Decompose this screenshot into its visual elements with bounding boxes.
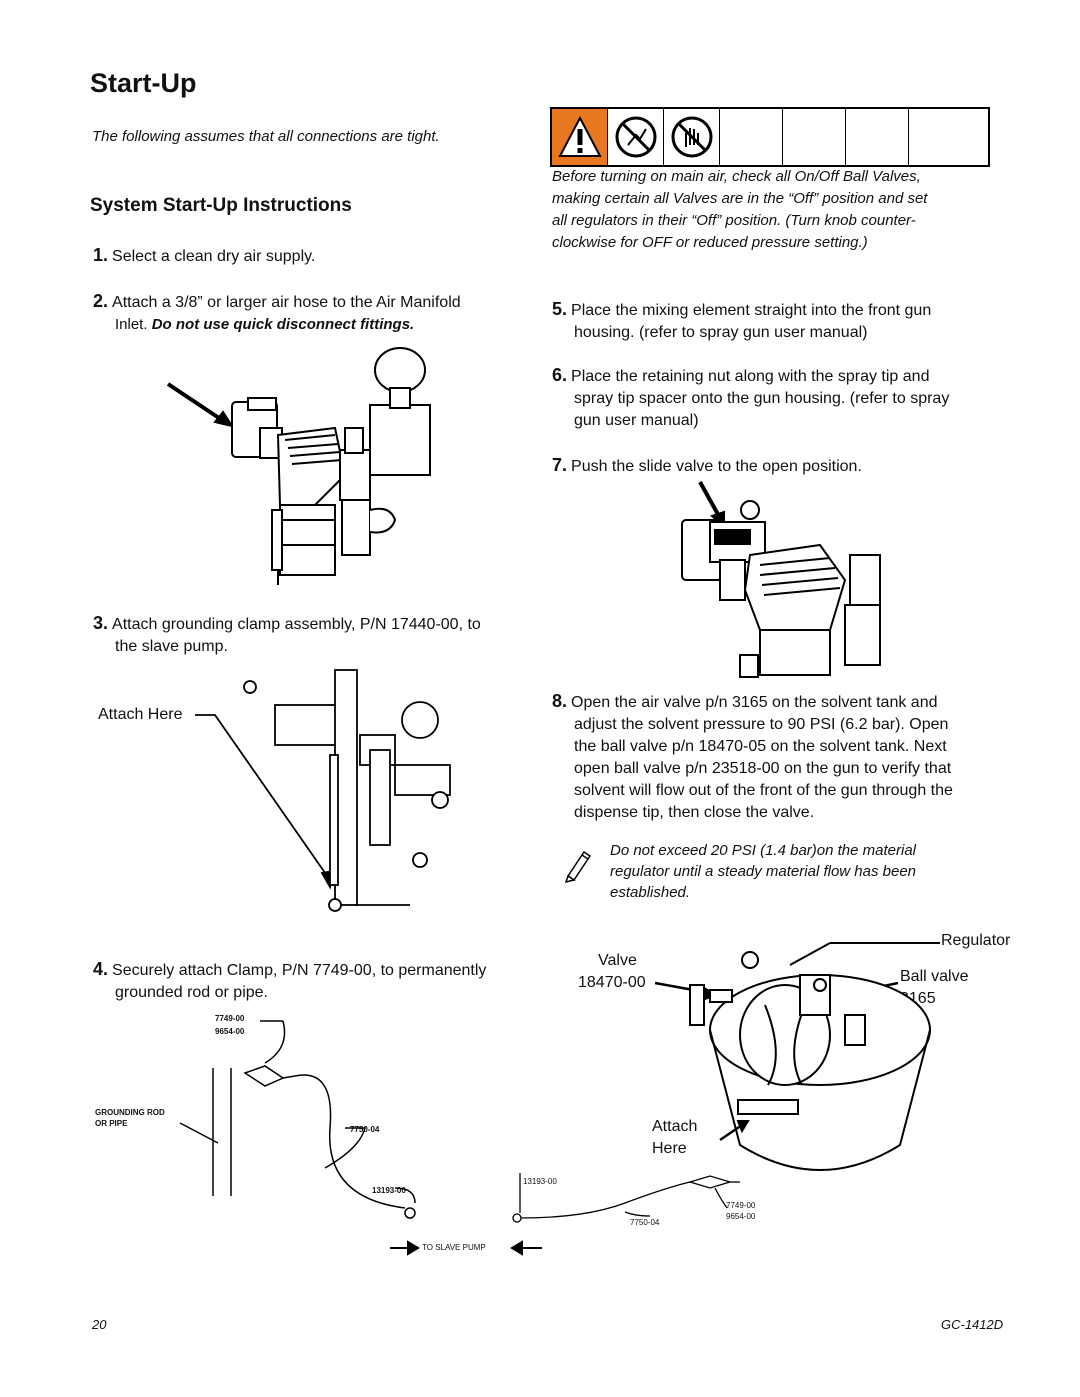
slave-pump-figure — [195, 669, 451, 912]
label-to-slave-pump: TO SLAVE PUMP — [422, 1243, 486, 1252]
warning-cell-empty — [783, 109, 846, 165]
warning-icon-bar — [550, 107, 990, 167]
intro-text: The following assumes that all connectio… — [92, 128, 440, 145]
warning-text: Before turning on main air, check all On… — [552, 168, 928, 251]
warning-cell-empty — [909, 109, 988, 165]
grounding-clamp-figure — [512, 1173, 740, 1223]
section-title: System Start-Up Instructions — [90, 195, 352, 216]
air-manifold-figure — [166, 347, 431, 585]
slide-valve-figure — [681, 481, 881, 678]
label-grounding-rod: GROUNDING ROD — [95, 1108, 165, 1117]
attach-here-label: Attach Here — [98, 706, 183, 723]
no-spark-icon — [608, 109, 664, 165]
label-clamp-a: 7749-00 — [215, 1014, 245, 1023]
to-slave-pump-arrows — [390, 1240, 542, 1256]
label-valve-pn: 18470-00 — [578, 974, 646, 991]
step-8: 8.Open the air valve p/n 3165 on the sol… — [552, 691, 953, 821]
warning-triangle-icon — [552, 109, 608, 165]
grounding-rod-figure — [179, 1020, 416, 1219]
label-here: Here — [652, 1140, 687, 1157]
step-5: 5.Place the mixing element straight into… — [552, 299, 932, 341]
note-text: Do not exceed 20 PSI (1.4 bar)on the mat… — [610, 842, 917, 901]
solvent-tank-figure — [654, 942, 940, 1171]
warning-cell-empty — [720, 109, 783, 165]
page-title: Start-Up — [90, 68, 197, 98]
label-attach: Attach — [652, 1118, 698, 1135]
page-number: 20 — [92, 1317, 107, 1332]
pencil-note-icon — [564, 850, 592, 884]
step-7: 7.Push the slide valve to the open posit… — [552, 455, 862, 475]
label-cable-r: 7750-04 — [630, 1218, 660, 1227]
label-clamp-r-b: 9654-00 — [726, 1212, 756, 1221]
step-6: 6.Place the retaining nut along with the… — [552, 365, 950, 429]
step-3: 3.Attach grounding clamp assembly, P/N 1… — [93, 613, 481, 655]
label-clamp-r-a: 7749-00 — [726, 1201, 756, 1210]
step-1: 1.Select a clean dry air supply. — [93, 245, 316, 265]
doc-id: GC-1412D — [941, 1317, 1004, 1332]
label-or-pipe: OR PIPE — [95, 1119, 128, 1128]
warning-cell-empty — [846, 109, 909, 165]
no-hand-icon — [664, 109, 720, 165]
label-ball-valve: Ball valve — [900, 968, 969, 985]
step-2: 2.Attach a 3/8” or larger air hose to th… — [93, 291, 461, 333]
label-regulator: Regulator — [941, 932, 1011, 949]
label-wire-r: 13193-00 — [523, 1177, 557, 1186]
step-4: 4.Securely attach Clamp, P/N 7749-00, to… — [93, 959, 487, 1001]
label-wire: 13193-00 — [372, 1186, 406, 1195]
label-clamp-b: 9654-00 — [215, 1027, 245, 1036]
label-valve: Valve — [598, 952, 637, 969]
